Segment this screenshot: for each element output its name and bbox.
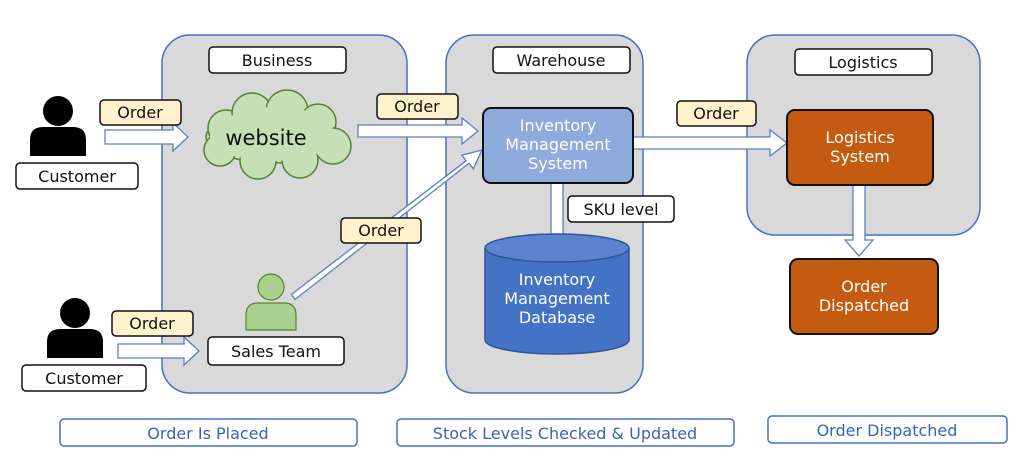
order-tag-sales-ims [340, 217, 422, 244]
order-dispatched-label-line1: Order [841, 277, 887, 296]
order-tag-website-ims-label: Order [394, 97, 440, 116]
website-label: website [225, 126, 306, 150]
logistics-title-box [794, 48, 933, 76]
ims-label-line3: System [528, 154, 588, 173]
order-tag-sales-ims-label: Order [358, 221, 404, 240]
sku-level-box [567, 195, 675, 223]
arrow-logistics-to-dispatched [843, 184, 875, 257]
warehouse-title: Warehouse [517, 51, 606, 70]
ims-label-line1: Inventory [520, 116, 596, 135]
stage-stock-checked-box [396, 418, 735, 447]
customer-top-label: Customer [38, 167, 116, 186]
sku-level-label: SKU level [583, 200, 658, 219]
arrow-customer-top-to-website [104, 121, 189, 153]
ims-label-line2: Management [505, 135, 610, 154]
business-title-box [208, 46, 347, 74]
order-tag-ims-logistics [676, 100, 757, 127]
inventory-database-cylinder [484, 233, 630, 355]
arrow-website-to-ims [357, 116, 480, 146]
customer-bottom-box [21, 364, 147, 392]
logistics-system-label-line2: System [830, 147, 890, 166]
database-label-line1: Inventory [519, 270, 595, 289]
arrow-ims-to-logistics [632, 128, 789, 158]
database-label-line3: Database [519, 308, 595, 327]
order-tag-customer-bottom [111, 310, 194, 337]
stage-order-dispatched-box [767, 415, 1008, 444]
order-tag-customer-bottom-label: Order [129, 314, 175, 333]
order-tag-ims-logistics-label: Order [693, 104, 739, 123]
sales-team-person-icon [245, 273, 297, 331]
sales-team-label: Sales Team [231, 342, 321, 361]
warehouse-title-box [492, 46, 631, 74]
order-tag-customer-top [99, 99, 182, 126]
order-dispatched-box [789, 258, 939, 335]
customer-bottom-person-icon [47, 298, 103, 358]
stage-order-placed-label: Order Is Placed [147, 424, 268, 443]
logistics-system-label-line1: Logistics [825, 128, 894, 147]
stage-order-dispatched-label: Order Dispatched [817, 421, 958, 440]
arrow-customer-bottom-to-sales [117, 335, 200, 367]
customer-top-box [15, 162, 139, 190]
order-tag-website-ims [376, 93, 459, 120]
stage-stock-checked-label: Stock Levels Checked & Updated [433, 424, 697, 443]
logistics-system-box [786, 109, 934, 186]
order-tag-customer-top-label: Order [117, 103, 163, 122]
customer-bottom-label: Customer [45, 369, 123, 388]
inventory-management-system-box [482, 107, 634, 184]
database-label-line2: Management [504, 289, 609, 308]
order-dispatched-label-line2: Dispatched [819, 296, 909, 315]
website-cloud [203, 89, 352, 180]
customer-top-person-icon [30, 96, 86, 156]
business-title: Business [242, 51, 313, 70]
logistics-title: Logistics [828, 53, 897, 72]
sales-team-box [207, 336, 345, 366]
stage-order-placed-box [59, 418, 358, 447]
